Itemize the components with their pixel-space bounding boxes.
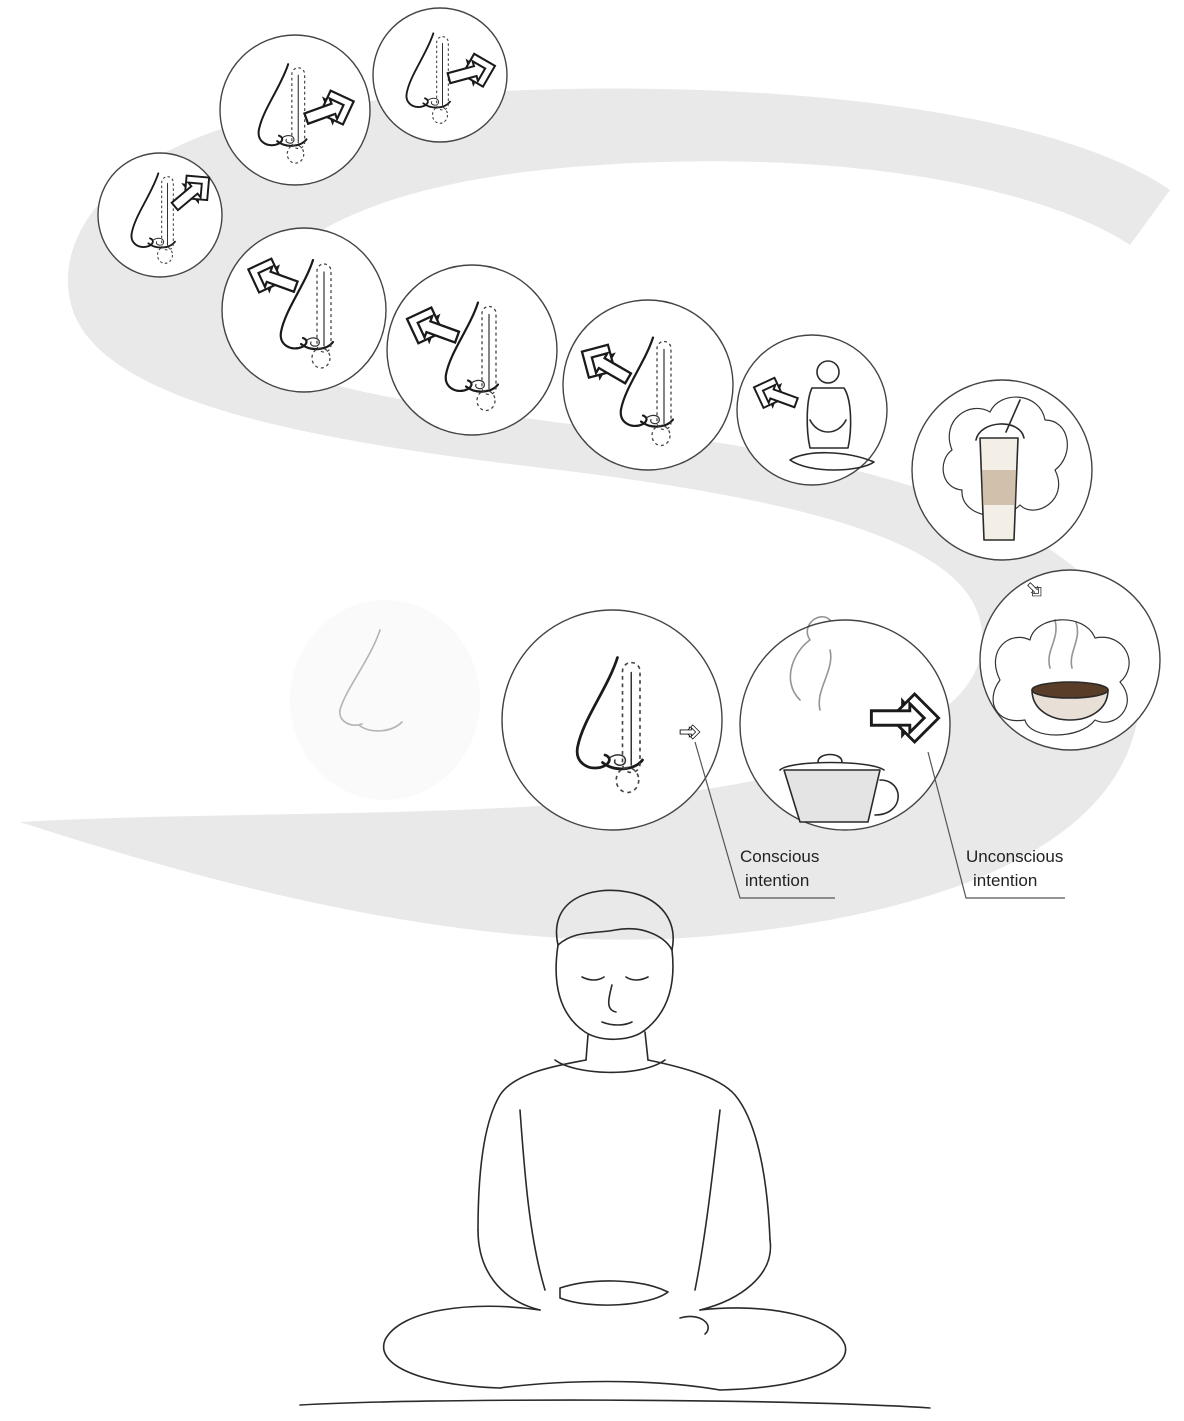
bubble-steaming-kettle <box>740 617 950 830</box>
bubble-coffee-cup <box>980 570 1160 750</box>
conscious-label-line1: Conscious <box>740 847 819 866</box>
bubble-iced-coffee <box>912 380 1092 560</box>
bubble-conscious-nose <box>502 610 722 830</box>
bubble-exhale-2 <box>387 265 557 435</box>
faint-nose-sketch <box>290 600 480 800</box>
bubble-inhale-2 <box>220 35 370 185</box>
bubble-meditating-person <box>737 335 887 485</box>
meditating-person-figure <box>300 890 930 1408</box>
bubble-inhale-1 <box>98 153 222 277</box>
bubble-inhale-3 <box>373 8 507 142</box>
conscious-label-line2: intention <box>745 871 809 890</box>
unconscious-label-line1: Unconscious <box>966 847 1063 866</box>
unconscious-label-line2: intention <box>973 871 1037 890</box>
bubble-exhale-3 <box>563 300 733 470</box>
bubble-exhale-1 <box>222 228 386 392</box>
